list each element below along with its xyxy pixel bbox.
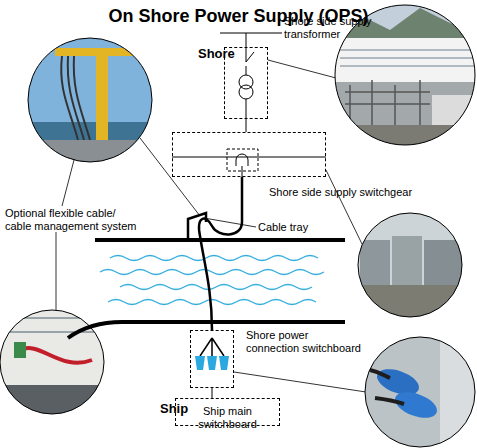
shore-edge: [95, 238, 345, 242]
connection-switchboard-box: Shore power connection switchboard: [190, 330, 234, 388]
switch-symbol: [246, 52, 254, 62]
connection-line: [246, 119, 247, 132]
connection-line: [212, 388, 213, 398]
supply-line: [246, 66, 247, 75]
cable-tray: [188, 213, 206, 240]
photo-sky: [355, 210, 465, 320]
photo-cabinet: [440, 340, 475, 445]
photo-cables: [61, 56, 90, 140]
photo-frame: [28, 38, 152, 162]
water-waves: [100, 256, 324, 305]
cable: [242, 166, 243, 177]
wave: [120, 285, 312, 290]
leader-line: [204, 218, 256, 227]
leader-line: [326, 170, 362, 244]
wave: [108, 300, 316, 305]
busbar: [172, 157, 326, 158]
plug-symbol: [195, 356, 205, 370]
node-label: Ship main switchboard: [176, 405, 279, 430]
main-switchboard-box: Ship main switchboard: [175, 398, 280, 426]
photo-plug: [392, 387, 441, 423]
supply-line: [220, 33, 282, 34]
diagram-title: On Shore Power Supply (OPS): [0, 6, 477, 27]
node-label: Shore side supply transformer: [284, 15, 380, 40]
plug-symbol: [207, 356, 217, 370]
photo-frame: [358, 213, 462, 317]
node-label: Shore side supply switchgear: [269, 186, 434, 199]
wave: [100, 270, 324, 275]
part-label: Optional flexible cable/ cable managemen…: [5, 207, 145, 232]
photo-background: [365, 337, 475, 447]
photo-structures: [345, 80, 430, 125]
photo-cables: [370, 370, 404, 404]
shore-cable: [199, 177, 242, 330]
photo-cabinet: [424, 240, 464, 285]
socket-symbol: [236, 154, 248, 166]
photo-quay: [0, 385, 110, 420]
photo-crane: [96, 48, 108, 143]
supply-line: [246, 99, 247, 119]
plug-symbol: [219, 356, 229, 370]
photo-crane-arm: [55, 48, 135, 56]
part-label: Cable tray: [258, 221, 338, 234]
area-label: Ship: [160, 402, 200, 417]
photo-connectors: [365, 337, 475, 447]
switchgear-box: Shore side supply switchgear: [172, 132, 326, 177]
leader-line: [140, 138, 200, 216]
leader-line: [56, 232, 57, 310]
photo-sea: [20, 122, 160, 172]
photo-ground: [330, 125, 477, 150]
node-label: Shore power connection switchboard: [246, 329, 364, 354]
photo-switchgear: [355, 210, 465, 320]
transformer-symbol: [239, 85, 253, 99]
photo-ship: [335, 38, 477, 82]
photo-quay: [30, 140, 150, 170]
shore-plugs: [195, 338, 229, 370]
area-label: Shore: [198, 47, 258, 62]
wave: [110, 256, 318, 261]
leader-line: [62, 160, 74, 206]
leader-line: [268, 60, 336, 78]
photo-cable-crane: [20, 30, 160, 172]
photo-cabinet: [360, 240, 390, 285]
cable-split: [200, 338, 224, 356]
leader-line: [234, 372, 366, 392]
photo-sky: [20, 30, 160, 170]
photo-ground: [355, 285, 465, 320]
photo-socket: [14, 342, 26, 358]
photo-cable: [20, 348, 92, 363]
photo-ship-decks: [340, 50, 477, 66]
photo-frame: [365, 337, 475, 447]
photo-cabinet: [392, 236, 422, 285]
